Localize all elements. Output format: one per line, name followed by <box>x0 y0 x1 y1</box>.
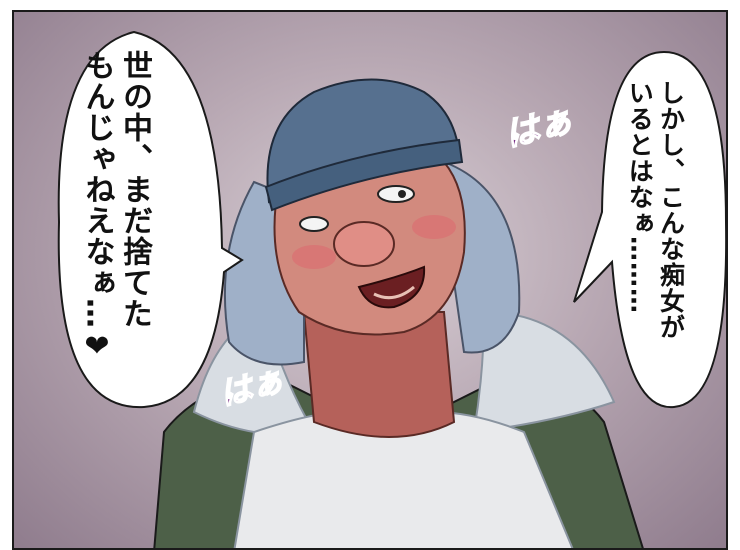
mouth <box>357 265 426 309</box>
manga-panel: 世の中、まだ捨てた もんじゃねえなぁ…❤ しかし、こんな痴女が いるとはなぁ……… <box>12 10 728 550</box>
speech-text-right: しかし、こんな痴女が いるとはなぁ……… <box>624 80 687 380</box>
heart-icon: ❤ <box>79 329 115 365</box>
speech-bubble-left <box>57 30 244 409</box>
right-eye <box>377 185 415 203</box>
neck <box>302 311 456 438</box>
left-eye <box>299 216 329 232</box>
nose <box>333 221 395 267</box>
speech-left-line-1: 世の中、まだ捨てた <box>117 50 152 329</box>
fur-collar-right <box>472 310 616 434</box>
speech-text-left: 世の中、まだ捨てた もんじゃねえなぁ…❤ <box>78 50 153 410</box>
speech-left-line-2: もんじゃねえなぁ… <box>79 50 115 329</box>
old-man-illustration <box>57 30 726 548</box>
speech-right-line-2: いるとはなぁ……… <box>625 80 655 314</box>
speech-right-line-1: しかし、こんな痴女が <box>656 80 686 340</box>
speech-bubble-right <box>573 50 726 409</box>
beanie-brim <box>264 138 464 212</box>
